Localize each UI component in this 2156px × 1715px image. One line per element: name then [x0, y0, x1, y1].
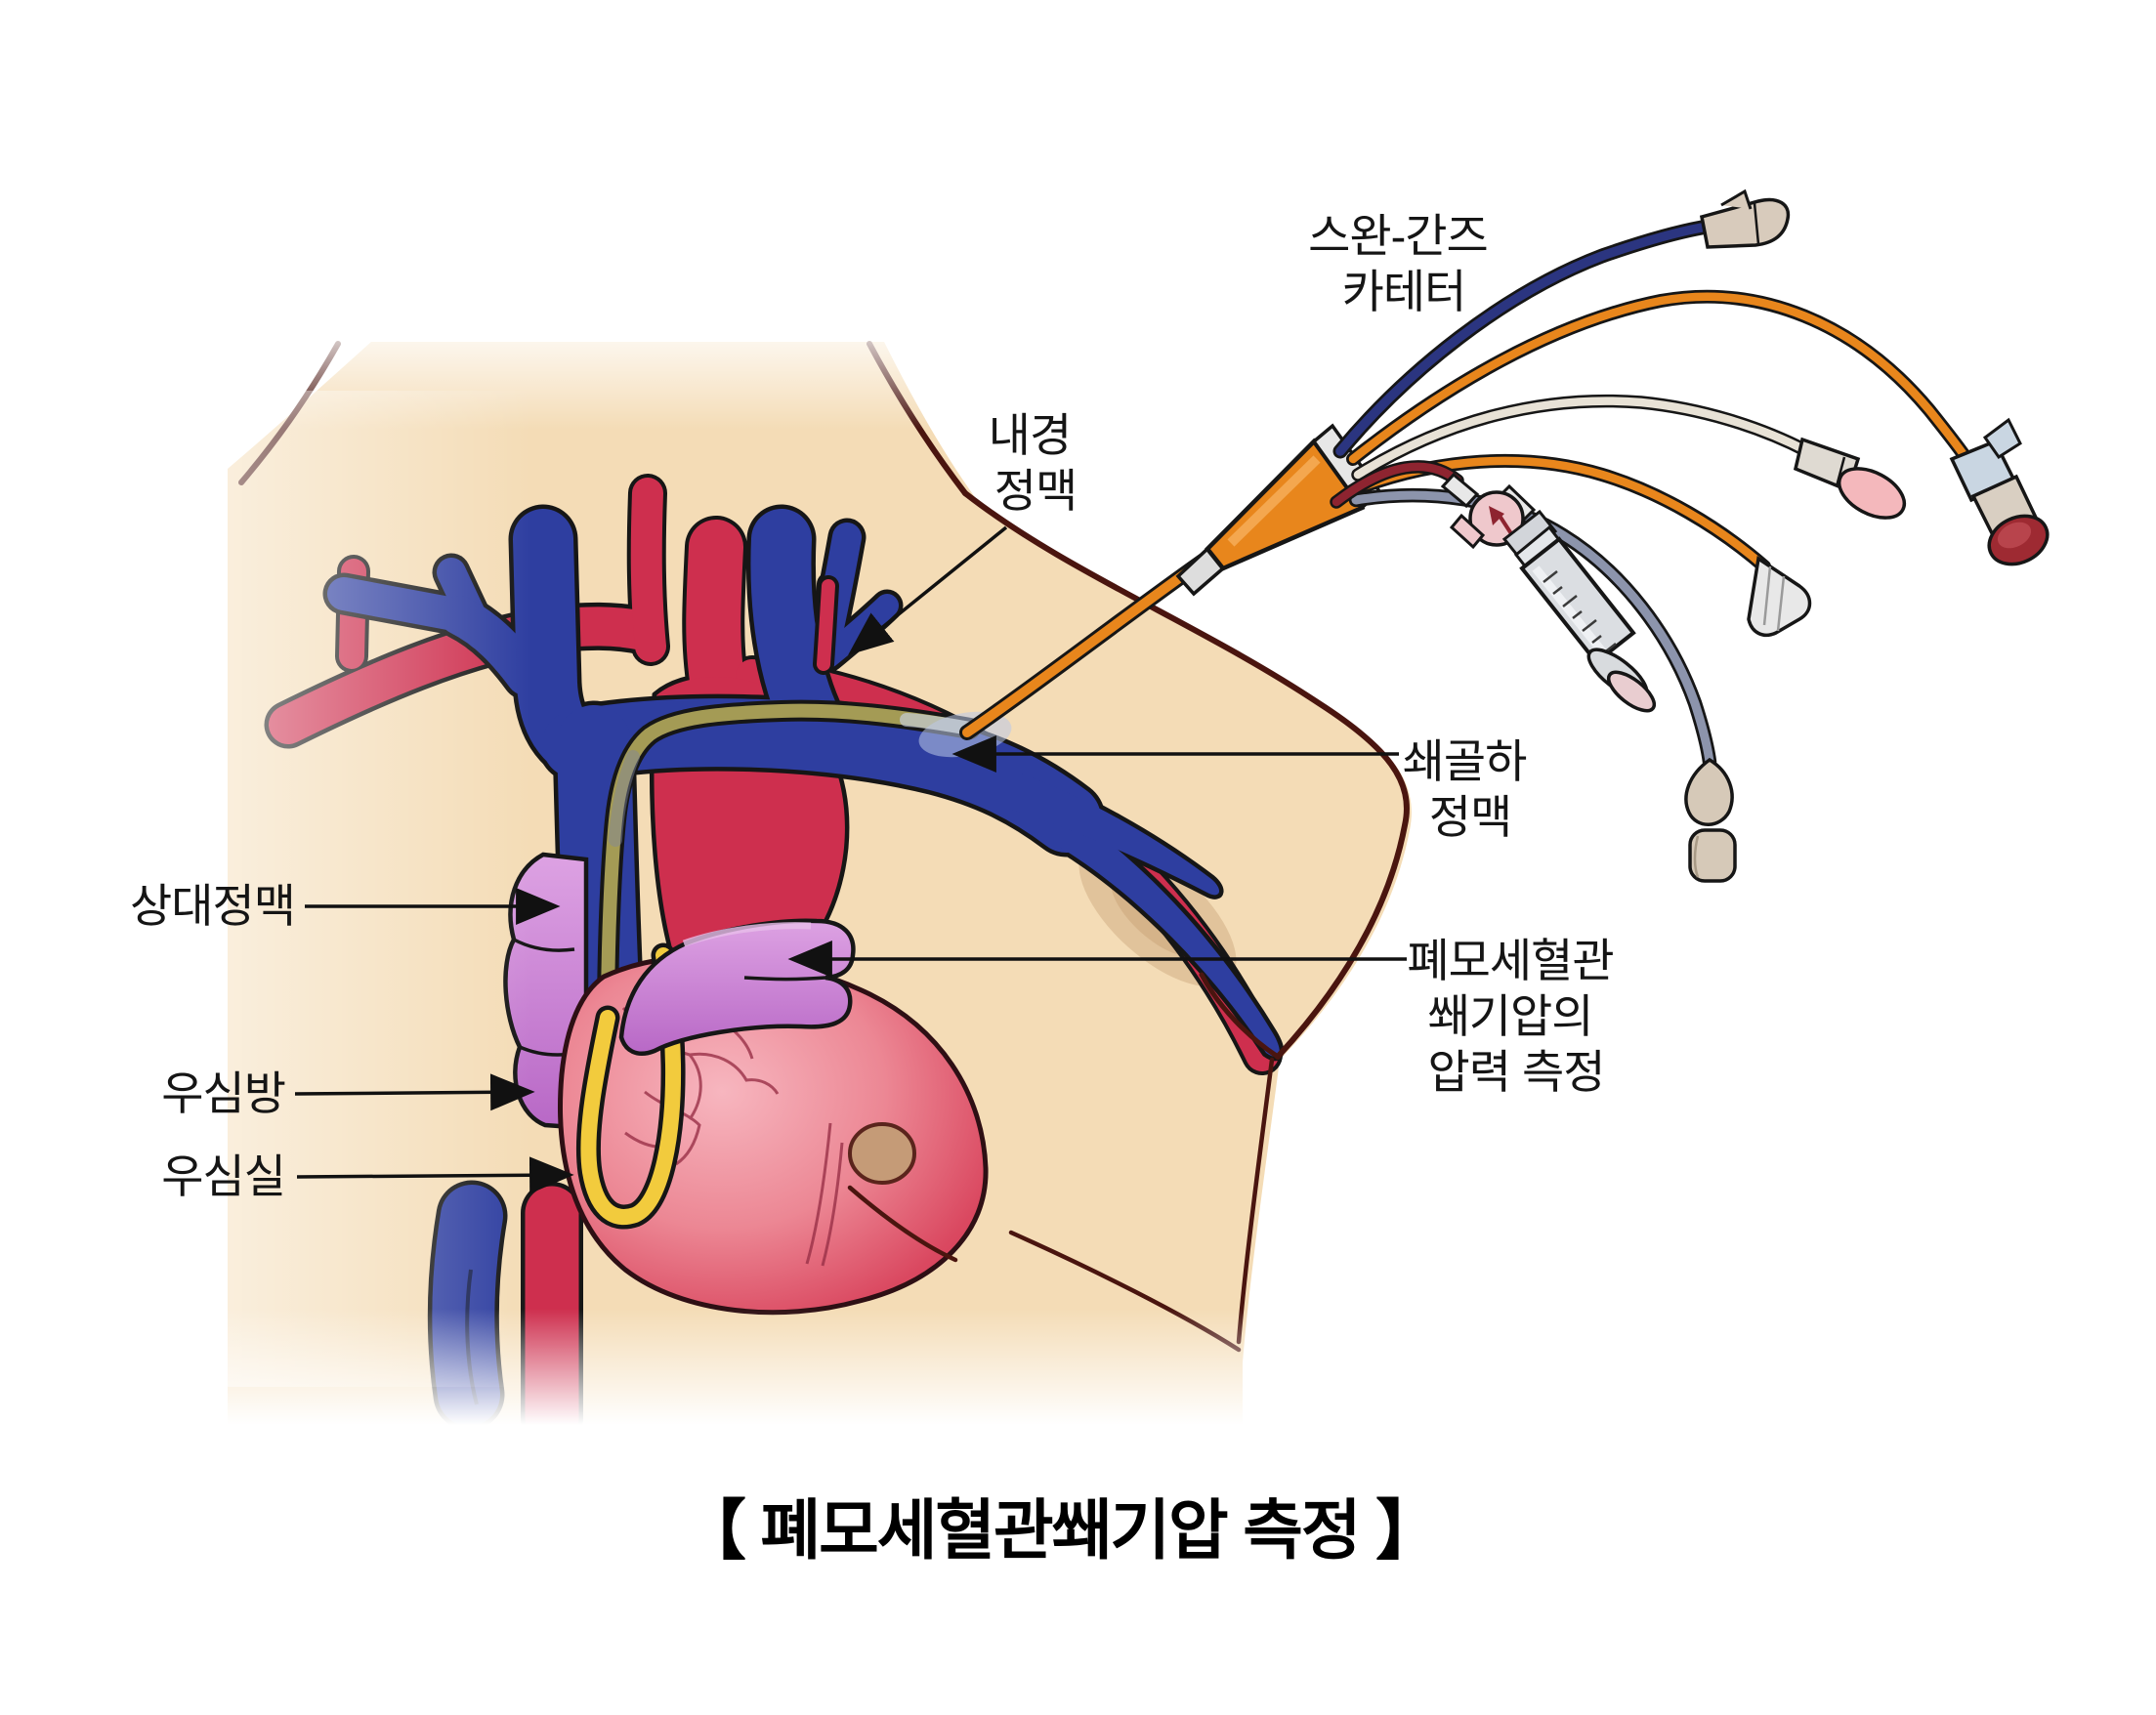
nipple — [848, 1122, 916, 1185]
label-pcwp: 폐모세혈관 쐐기압의 압력 측정 — [1407, 935, 1625, 1098]
left-fade — [220, 391, 532, 1387]
label-internal-jugular: 내경 정맥 — [989, 409, 1083, 517]
leader-right-atrium — [294, 1073, 535, 1111]
connector-navy-flare — [1699, 188, 1791, 249]
leader-lines — [294, 525, 1407, 1194]
labels: 스완-간즈 카테터 내경 정맥 쇄골하 정맥 폐모세혈관 쐐기압의 압력 측정 … — [130, 210, 1625, 1568]
bottom-fade — [0, 1309, 1426, 1445]
label-swan-ganz: 스완-간즈 카테터 — [1308, 210, 1500, 317]
leader-internal-jugular — [848, 525, 1008, 655]
connector-dangling-plug — [1684, 757, 1737, 883]
label-svc: 상대정맥 — [130, 880, 295, 932]
connector-pink-tip — [1793, 437, 1907, 520]
leader-right-ventricle — [296, 1156, 574, 1194]
connector-red-cap-stopcock — [1949, 417, 2050, 566]
label-right-ventricle: 우심실 — [161, 1150, 285, 1202]
label-right-atrium: 우심방 — [161, 1067, 285, 1119]
connector-white-capsule — [1747, 556, 1812, 638]
label-subclavian: 쇄골하 정맥 — [1403, 735, 1539, 843]
page-title: 【 폐모세혈관쐐기압 측정 】 — [681, 1494, 1439, 1568]
swan-ganz-catheter — [959, 188, 2050, 883]
balloon-syringe — [1440, 472, 1657, 713]
lumen-tubes — [1330, 220, 1976, 770]
